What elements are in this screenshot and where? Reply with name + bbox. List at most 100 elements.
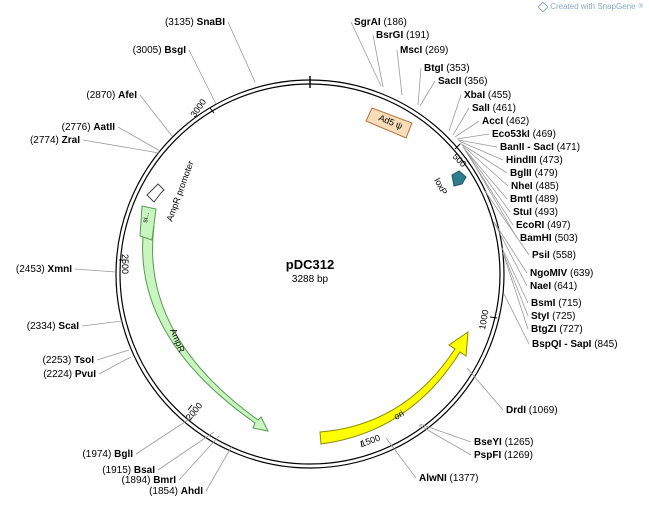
site-label-bglii[interactable]: BglII (479) <box>510 168 558 179</box>
leader-line-zrai <box>82 139 160 154</box>
site-position: (1265) <box>502 437 534 448</box>
site-label-bseyi[interactable]: BseYI (1265) <box>474 437 533 448</box>
leader-line-bsgi <box>188 49 217 105</box>
tick-label-2000: 2000 <box>184 401 205 423</box>
site-leader-lines <box>74 21 530 492</box>
leader-line-btgzi <box>502 252 529 330</box>
site-name: PvuI <box>75 369 96 380</box>
site-label-bamhi[interactable]: BamHI (503) <box>520 233 578 244</box>
site-name: AfeI <box>118 90 137 101</box>
leader-line-styi <box>502 251 529 317</box>
site-position: (639) <box>567 268 593 279</box>
site-label-btgi[interactable]: BtgI (353) <box>424 63 470 74</box>
site-position: (2453) <box>16 264 48 275</box>
site-label-msci[interactable]: MscI (269) <box>400 45 448 56</box>
plasmid-title-block: pDC312 3288 bp <box>286 257 334 285</box>
leader-line-hindiii <box>458 140 504 161</box>
feature-ampr[interactable]: AmpR <box>142 225 269 432</box>
feature-ori[interactable]: ori <box>319 330 469 445</box>
site-label-nhei[interactable]: NheI (485) <box>511 181 559 192</box>
site-label-drdi[interactable]: DrdI (1069) <box>506 405 558 416</box>
site-label-bsai[interactable]: (1915) BsaI <box>102 465 155 476</box>
site-label-bmri[interactable]: (1894) BmrI <box>122 475 177 486</box>
site-label-snabi[interactable]: (3135) SnaBI <box>165 17 225 28</box>
site-label-alwni[interactable]: AlwNI (1377) <box>419 473 478 484</box>
site-name: StuI <box>513 207 532 218</box>
site-label-ahdi[interactable]: (1854) AhdI <box>149 486 203 497</box>
site-name: BmrI <box>153 475 176 486</box>
leader-line-alwni <box>385 437 417 479</box>
site-position: (186) <box>381 17 407 28</box>
site-name: TsoI <box>74 355 94 366</box>
site-label-afei[interactable]: (2870) AfeI <box>86 90 137 101</box>
feature-si[interactable]: si... <box>139 205 157 241</box>
site-label-aatii[interactable]: (2776) AatII <box>62 122 116 133</box>
site-position: (715) <box>555 298 581 309</box>
site-label-zrai[interactable]: (2774) ZraI <box>30 135 80 146</box>
site-label-bsmi[interactable]: BsmI (715) <box>531 298 582 309</box>
site-label-stui[interactable]: StuI (493) <box>513 207 558 218</box>
site-label-eco53ki[interactable]: Eco53kI (469) <box>492 129 556 140</box>
site-name: XmnI <box>48 264 73 275</box>
site-label-hindiii[interactable]: HindIII (473) <box>506 155 563 166</box>
site-name: AatII <box>93 122 115 133</box>
site-label-styi[interactable]: StyI (725) <box>531 311 575 322</box>
leader-line-bsrgi <box>372 34 384 88</box>
site-label-pvui[interactable]: (2224) PvuI <box>43 369 96 380</box>
site-position: (3005) <box>133 45 165 56</box>
site-name: AhdI <box>181 486 203 497</box>
scale-ticks <box>119 107 498 448</box>
site-label-sgrai[interactable]: SgrAI (186) <box>354 17 407 28</box>
leader-line-scai <box>81 320 123 327</box>
site-label-ecori[interactable]: EcoRI (497) <box>516 220 570 231</box>
leader-line-pspfi <box>418 424 472 456</box>
site-position: (503) <box>552 233 578 244</box>
snapgene-watermark: Created with SnapGene® <box>537 0 643 13</box>
site-label-sali[interactable]: SalI (461) <box>472 103 516 114</box>
site-name: PspFI <box>474 450 501 461</box>
scale-labels: 500 1000 1500 2000 2500 3000 <box>120 97 490 449</box>
site-name: BglII <box>510 168 532 179</box>
site-name: EcoRI <box>516 220 545 231</box>
site-label-banii-saci[interactable]: BanII - SacI (471) <box>500 142 580 153</box>
site-label-bsrgi[interactable]: BsrGI (191) <box>376 30 429 41</box>
site-label-sacii[interactable]: SacII (356) <box>438 76 487 87</box>
site-name: BsgI <box>164 45 186 56</box>
feature-loxp[interactable]: loxP <box>432 170 467 196</box>
site-name: BseYI <box>474 437 502 448</box>
leader-line-xbai <box>448 94 462 132</box>
site-name: SalI <box>472 103 490 114</box>
leader-line-sacii <box>419 80 436 107</box>
site-label-naei[interactable]: NaeI (641) <box>530 281 577 292</box>
site-name: SacII <box>438 76 462 87</box>
site-position: (269) <box>422 45 448 56</box>
feature-ad5-psi[interactable]: Ad5 ψ <box>365 107 413 139</box>
site-label-btgzi[interactable]: BtgZI (727) <box>531 324 583 335</box>
site-name: ScaI <box>58 321 79 332</box>
site-label-scai[interactable]: (2334) ScaI <box>27 321 79 332</box>
feature-ori-label: ori <box>392 408 406 422</box>
leader-line-ahdi <box>205 445 233 492</box>
site-position: (461) <box>490 103 516 114</box>
site-label-bspqi-sapi[interactable]: BspQI - SapI (845) <box>532 339 618 350</box>
site-label-xbai[interactable]: XbaI (455) <box>464 90 511 101</box>
site-label-ngomiv[interactable]: NgoMIV (639) <box>530 268 593 279</box>
leader-line-stui <box>463 147 511 213</box>
site-label-acci[interactable]: AccI (462) <box>482 116 529 127</box>
site-label-pspfi[interactable]: PspFI (1269) <box>474 450 533 461</box>
site-label-bmti[interactable]: BmtI (489) <box>510 194 558 205</box>
site-label-bgli[interactable]: (1974) BglI <box>82 449 133 460</box>
site-position: (473) <box>537 155 563 166</box>
site-position: (469) <box>530 129 556 140</box>
site-name: NgoMIV <box>530 268 568 279</box>
watermark-text: Created with SnapGene <box>550 2 636 11</box>
site-position: (1377) <box>447 473 479 484</box>
site-position: (2774) <box>30 135 62 146</box>
site-label-tsoi[interactable]: (2253) TsoI <box>42 355 94 366</box>
site-position: (845) <box>591 339 617 350</box>
site-label-xmni[interactable]: (2453) XmnI <box>16 264 72 275</box>
site-label-psii[interactable]: PsiI (558) <box>532 250 576 261</box>
site-position: (2776) <box>62 122 94 133</box>
site-label-bsgi[interactable]: (3005) BsgI <box>133 45 187 56</box>
site-name: BsrGI <box>376 30 403 41</box>
